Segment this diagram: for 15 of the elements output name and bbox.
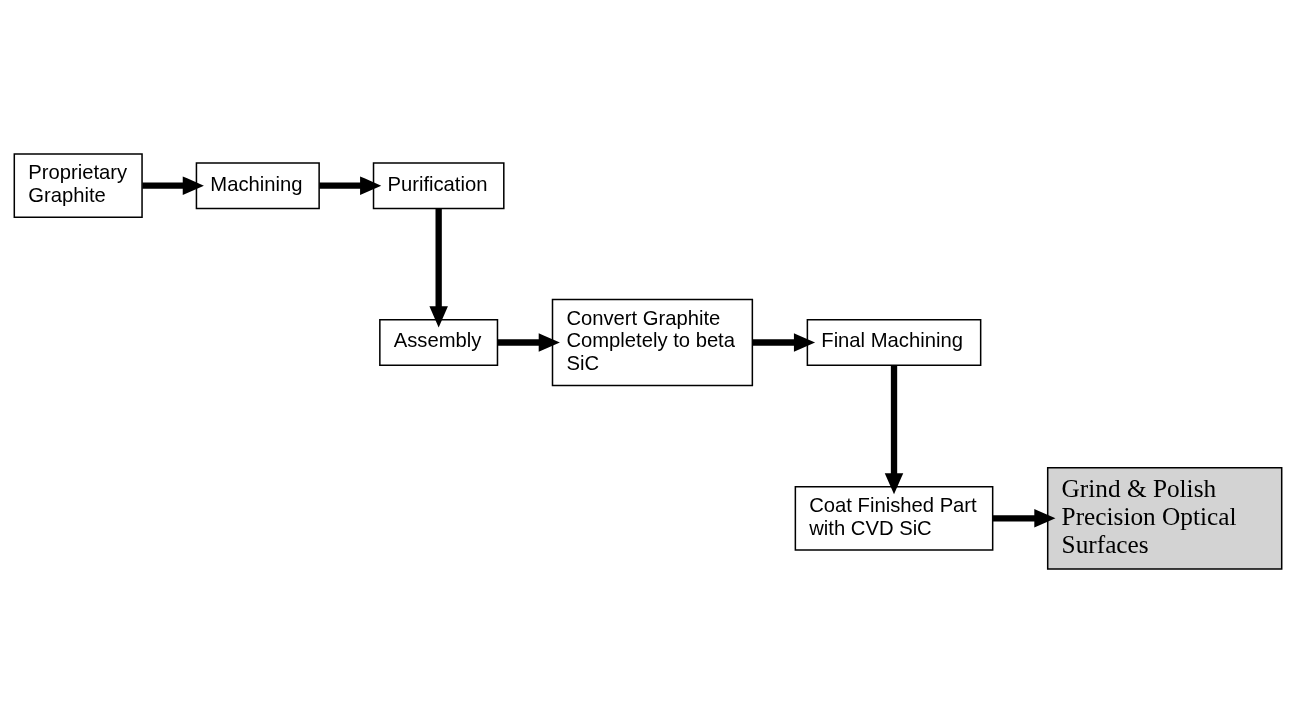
arrow: [884, 364, 904, 494]
node-box: Machining: [195, 161, 320, 209]
node-box: Final Machining: [806, 318, 982, 366]
node-box: Assembly: [379, 318, 499, 366]
arrow: [142, 175, 204, 195]
node-box: Coat Finished Part with CVD SiC: [794, 485, 994, 551]
arrow: [992, 508, 1056, 528]
node-box: Purification: [372, 161, 505, 209]
arrow: [497, 332, 560, 352]
node-box: Convert Graphite Completely to beta SiC: [551, 298, 754, 386]
arrow: [752, 332, 816, 352]
arrow: [429, 208, 448, 327]
node-box: Proprietary Graphite: [13, 152, 143, 218]
arrow: [319, 175, 382, 195]
node-box: Grind & Polish Precision Optical Surfaces: [1046, 466, 1283, 570]
